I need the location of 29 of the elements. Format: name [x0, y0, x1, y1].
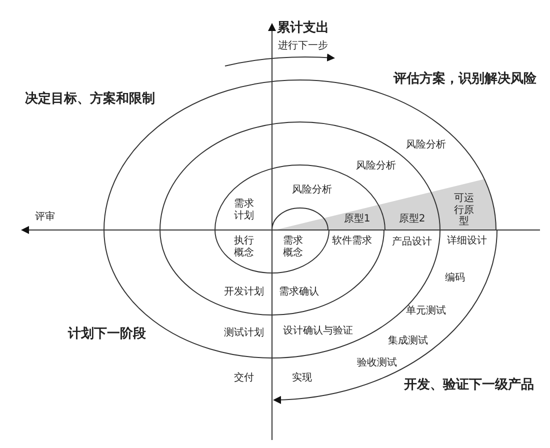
spiral-label: 需求概念 [282, 236, 304, 258]
quadrant-heading: 计划下一阶段 [68, 328, 146, 342]
spiral-label: 实现 [292, 372, 312, 384]
quadrant-heading: 评估方案，识别解决风险 [394, 72, 536, 88]
spiral-label: 单元测试 [406, 305, 446, 317]
spiral-label: 风险分析 [292, 184, 332, 196]
spiral-label: 交付 [234, 372, 254, 384]
spiral-label: 集成测试 [388, 335, 428, 347]
quadrant-heading: 决定目标、方案和限制 [25, 92, 155, 108]
spiral-label: 需求计划 [234, 198, 254, 222]
spiral-label: 详细设计 [447, 235, 487, 247]
spiral-label: 软件需求 [332, 235, 372, 247]
spiral-label: 编码 [445, 272, 465, 284]
spiral-label: 需求确认 [279, 286, 319, 298]
spiral-label: 产品设计 [392, 236, 432, 248]
spiral-label: 风险分析 [406, 139, 446, 151]
spiral-label: 测试计划 [224, 327, 264, 339]
spiral-label: 原型2 [398, 213, 426, 225]
spiral-label: 执行概念 [234, 236, 254, 258]
spiral-label: 开发计划 [224, 286, 264, 298]
spiral-label: 验收测试 [357, 357, 397, 369]
spiral-label: 可运行原型 [454, 192, 474, 228]
quadrant-heading: 累计支出 [277, 22, 329, 36]
spiral-label: 设计确认与验证 [283, 325, 353, 337]
spiral-label: 评审 [35, 211, 55, 223]
quadrant-heading: 开发、验证下一级产品 [404, 378, 534, 394]
spiral-label: 原型1 [344, 213, 370, 225]
spiral-label: 进行下一步 [278, 40, 328, 52]
spiral-label: 风险分析 [356, 160, 396, 172]
